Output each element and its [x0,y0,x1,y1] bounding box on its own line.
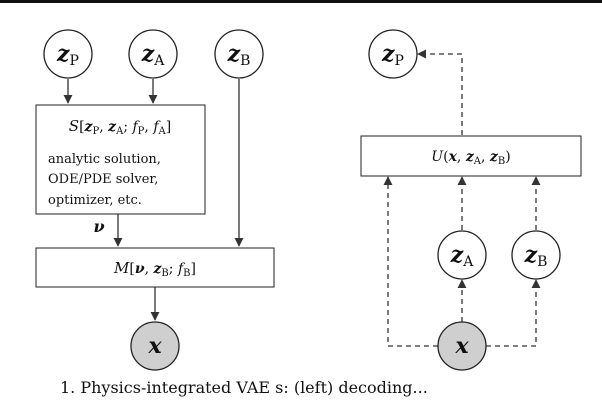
model-formula: M[ν, zB; fB] [113,259,196,279]
svg-text:zP: zP [56,41,79,69]
node-zA-right: zA [437,230,487,280]
edge-x-to-zB [486,279,541,347]
svg-text:zB: zB [524,242,548,270]
svg-text:x: x [147,333,162,359]
node-zB-left: zB [214,29,264,79]
edge-x-to-encoder [383,176,438,347]
node-x-left: x [130,321,180,371]
node-x-right: x [437,321,487,371]
svg-text:zA: zA [141,41,166,69]
figure-caption: 1. Physics-integrated VAE s: (left) deco… [60,378,428,397]
node-zP-right: zP [368,29,418,79]
edge-encoder-to-zP [417,49,463,135]
svg-text:zA: zA [450,242,475,270]
solver-formula: S[zP, zA; fP, fA] [69,117,171,137]
top-rule [0,0,602,3]
node-zP-left: zP [43,29,93,79]
solver-line-1: analytic solution, [48,152,161,167]
svg-text:x: x [454,333,469,359]
solver-line-3: optimizer, etc. [48,193,142,208]
node-zA-left: zA [128,29,178,79]
solver-box: S[zP, zA; fP, fA] analytic solution, ODE… [35,104,206,215]
svg-text:zP: zP [381,41,404,69]
node-zB-right: zB [511,230,561,280]
solver-line-2: ODE/PDE solver, [48,172,158,187]
model-box: M[ν, zB; fB] [35,247,275,288]
nu-label: ν [93,217,104,236]
svg-text:zB: zB [227,41,251,69]
encoder-box: U(x, zA, zB) [360,135,582,177]
encoder-formula: U(x, zA, zB) [431,149,510,167]
